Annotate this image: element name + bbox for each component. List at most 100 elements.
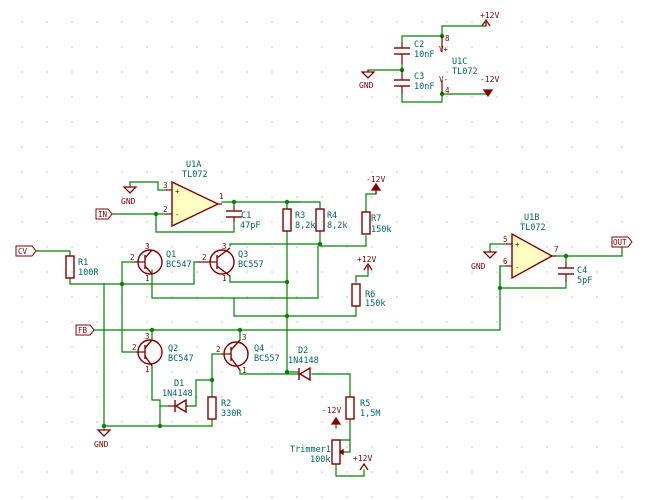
- grid-dot: [171, 346, 173, 348]
- grid-dot: [521, 421, 523, 423]
- grid-dot: [246, 446, 248, 448]
- grid-dot: [96, 421, 98, 423]
- grid-dot: [246, 321, 248, 323]
- capacitor-c1[interactable]: C1 47pF: [226, 206, 260, 231]
- grid-dot: [21, 421, 23, 423]
- grid-dot: [196, 96, 198, 98]
- diode-d2[interactable]: D2 1N4148: [288, 346, 319, 382]
- grid-dot: [396, 296, 398, 298]
- opamp-u1b[interactable]: + - 5 6 7 U1B TL072: [503, 213, 559, 280]
- grid-dot: [546, 471, 548, 473]
- grid-dot: [246, 396, 248, 398]
- transistor-q3[interactable]: 2 3 1 Q3 BC557: [198, 242, 264, 283]
- resistor-r4[interactable]: R4 8,2k: [315, 208, 347, 232]
- grid-dot: [346, 321, 348, 323]
- opamp-u1c-power[interactable]: 8 V+ V- 4 U1C TL072: [439, 34, 478, 95]
- resistor-r2[interactable]: R2 330R: [207, 396, 242, 420]
- grid-dot: [421, 496, 423, 498]
- resistor-r6-ref: R6: [365, 290, 375, 300]
- grid-dot: [471, 271, 473, 273]
- transistor-q4[interactable]: 2 3 1 Q4 BC557: [216, 333, 280, 375]
- grid-dot: [246, 421, 248, 423]
- junction-dot: [284, 369, 290, 375]
- grid-dot: [296, 146, 298, 148]
- grid-dot: [21, 346, 23, 348]
- grid-dot: [446, 446, 448, 448]
- grid-dot: [171, 446, 173, 448]
- gnd-symbol-caps: GND: [359, 70, 376, 90]
- grid-dot: [21, 146, 23, 148]
- transistor-q2-pin-b: 2: [132, 343, 137, 352]
- grid-dot: [471, 446, 473, 448]
- grid-dot: [171, 296, 173, 298]
- grid-dot: [196, 446, 198, 448]
- capacitor-c3[interactable]: C3 10nF: [394, 70, 434, 94]
- grid-dot: [71, 196, 73, 198]
- grid-dot: [21, 221, 23, 223]
- wire-q4-emitter: [239, 369, 299, 375]
- opamp-u1a-body: [171, 180, 220, 228]
- grid-dot: [421, 446, 423, 448]
- resistor-r1[interactable]: R1 100R: [65, 255, 99, 279]
- diode-d1[interactable]: D1 1N4148: [162, 379, 193, 414]
- capacitor-c1-ref: C1: [241, 211, 251, 221]
- grid-dot: [596, 471, 598, 473]
- grid-dot: [246, 371, 248, 373]
- resistor-r5[interactable]: R5 1,5M: [345, 396, 380, 420]
- grid-dot: [596, 496, 598, 498]
- grid-dot: [471, 346, 473, 348]
- transistor-q4-ref: Q4: [254, 344, 264, 354]
- grid-dot: [46, 346, 48, 348]
- grid-dot: [521, 321, 523, 323]
- grid-dot: [96, 146, 98, 148]
- transistor-q2[interactable]: 2 3 1 Q2 BC547: [132, 332, 194, 374]
- grid-dot: [21, 396, 23, 398]
- net-label-cv[interactable]: CV: [15, 245, 37, 257]
- grid-dot: [121, 221, 123, 223]
- grid-dot: [246, 71, 248, 73]
- grid-dot: [496, 271, 498, 273]
- resistor-r4-ref: R4: [327, 211, 337, 221]
- grid-dot: [496, 321, 498, 323]
- trimmer-trimmer1[interactable]: Trimmer1 100k: [290, 439, 351, 465]
- grid-dot: [96, 321, 98, 323]
- grid-dot: [296, 96, 298, 98]
- grid-dot: [296, 46, 298, 48]
- grid-dot: [296, 321, 298, 323]
- opamp-u1a-pin1: 1: [219, 192, 224, 201]
- grid-dot: [271, 421, 273, 423]
- trimmer-trimmer1-ref: Trimmer1: [290, 445, 331, 455]
- grid-dot: [571, 121, 573, 123]
- grid-dot: [271, 71, 273, 73]
- grid-dot: [496, 171, 498, 173]
- wire-c3-bottom: [401, 93, 489, 103]
- capacitor-c2[interactable]: C2 10nF: [394, 40, 434, 64]
- grid-dot: [46, 46, 48, 48]
- grid-dot: [546, 271, 548, 273]
- grid-dot: [121, 71, 123, 73]
- net-label-out[interactable]: OUT: [611, 236, 633, 248]
- resistor-r7[interactable]: R7 150k: [361, 211, 391, 235]
- net-label-in[interactable]: IN: [95, 208, 113, 220]
- grid-dot: [396, 271, 398, 273]
- grid-dot: [96, 96, 98, 98]
- grid-dot: [46, 471, 48, 473]
- net-label-fb[interactable]: FB: [75, 324, 95, 336]
- resistor-r3-body: [282, 208, 292, 232]
- opamp-u1a[interactable]: + - 3 2 1 U1A TL072: [163, 160, 224, 228]
- background-grid: [21, 21, 623, 498]
- grid-dot: [221, 71, 223, 73]
- grid-dot: [471, 46, 473, 48]
- grid-dot: [571, 171, 573, 173]
- transistor-q4-pin-e: 1: [242, 366, 247, 375]
- resistor-r6[interactable]: R6 150k: [351, 283, 385, 309]
- resistor-r3[interactable]: R3 8,2k: [282, 208, 315, 232]
- grid-dot: [571, 271, 573, 273]
- grid-dot: [21, 196, 23, 198]
- grid-dot: [346, 446, 348, 448]
- wire-q1-q3-emitters: [151, 245, 319, 299]
- grid-dot: [421, 346, 423, 348]
- transistor-q1[interactable]: 2 3 1 Q1 BC547: [130, 242, 192, 283]
- capacitor-c4[interactable]: C4 5pF: [558, 262, 592, 286]
- grid-dot: [571, 71, 573, 73]
